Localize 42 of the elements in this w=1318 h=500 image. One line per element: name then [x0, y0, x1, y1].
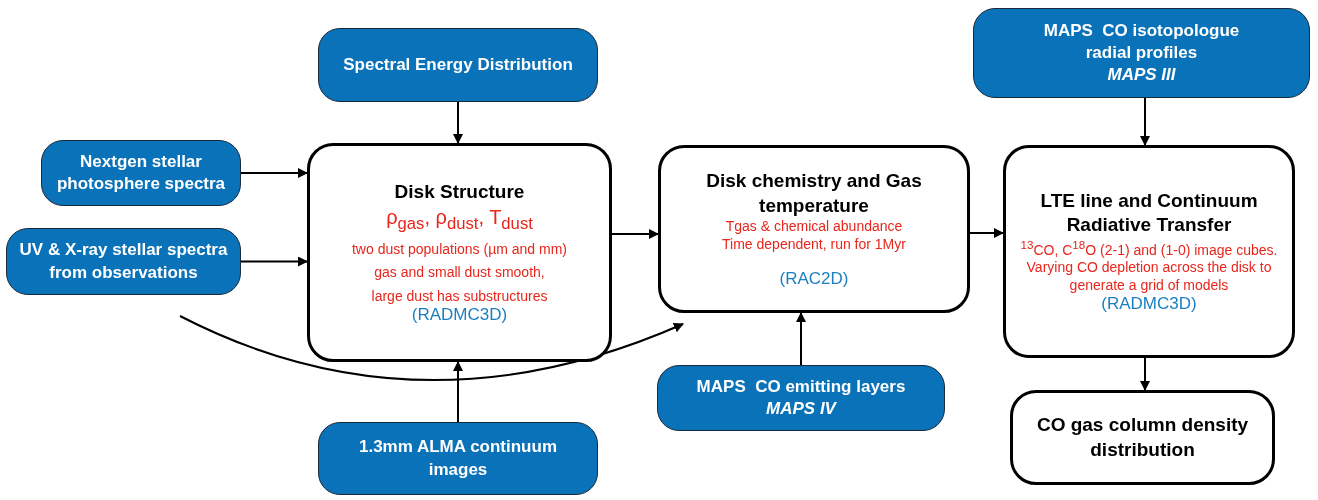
arrow — [240, 256, 308, 267]
box-label: Spectral Energy Distribution — [343, 53, 573, 76]
box-label: 1.3mm ALMA continuum images — [358, 436, 558, 481]
arrow — [796, 312, 806, 366]
note-text: $^{13}$CO, C$^{18}$O (2-1) and (1-0) image cubes. Varying CO depletion across the disk to generate a grid of models — [1019, 238, 1279, 295]
arrow — [969, 228, 1004, 238]
box-label: Nextgen stellar photosphere spectra — [55, 150, 227, 195]
arrow — [1140, 97, 1150, 146]
code-name: (RAC2D) — [779, 269, 849, 290]
arrow — [453, 361, 463, 423]
note-text: gas and small dust smooth, — [374, 264, 545, 282]
box-label: MAPS CO isotopologue radial profiles — [1042, 19, 1241, 64]
reference-label: MAPS III — [1107, 64, 1176, 87]
process-box — [1010, 390, 1275, 485]
input-box — [41, 140, 241, 206]
arrow — [179, 315, 684, 381]
input-box — [6, 228, 241, 295]
process-box — [658, 145, 970, 313]
note-text: Time dependent, run for 1Myr — [722, 235, 906, 254]
box-title: CO gas column density distribution — [1035, 412, 1250, 462]
box-label: MAPS CO emitting layers — [696, 375, 906, 398]
box-title: LTE line and Continuum Radiative Transfer — [1039, 188, 1259, 238]
box-title: Disk Structure — [394, 180, 525, 204]
input-box — [318, 422, 598, 495]
process-box — [307, 143, 612, 362]
input-box — [657, 365, 945, 431]
process-box — [1003, 145, 1295, 358]
arrow — [453, 101, 463, 144]
note-text: large dust has substructures — [371, 287, 548, 305]
code-name: (RADMC3D) — [411, 305, 508, 325]
note-text: two dust populations (µm and mm) — [351, 240, 567, 258]
formula-text: ρ$_{gas}$, ρ$_{dust}$, T$_{dust}$ — [386, 204, 533, 235]
arrow — [1140, 357, 1150, 391]
arrow — [240, 168, 308, 178]
box-label: UV & X-ray stellar spectra from observations — [18, 239, 229, 284]
note-text: Tgas & chemical abundance — [725, 218, 903, 236]
input-box — [973, 8, 1310, 98]
reference-label: MAPS IV — [766, 398, 836, 420]
box-title: Disk chemistry and Gas temperature — [705, 168, 923, 218]
code-name: (RADMC3D) — [1101, 294, 1197, 315]
input-box — [318, 28, 598, 102]
arrow — [611, 229, 659, 239]
